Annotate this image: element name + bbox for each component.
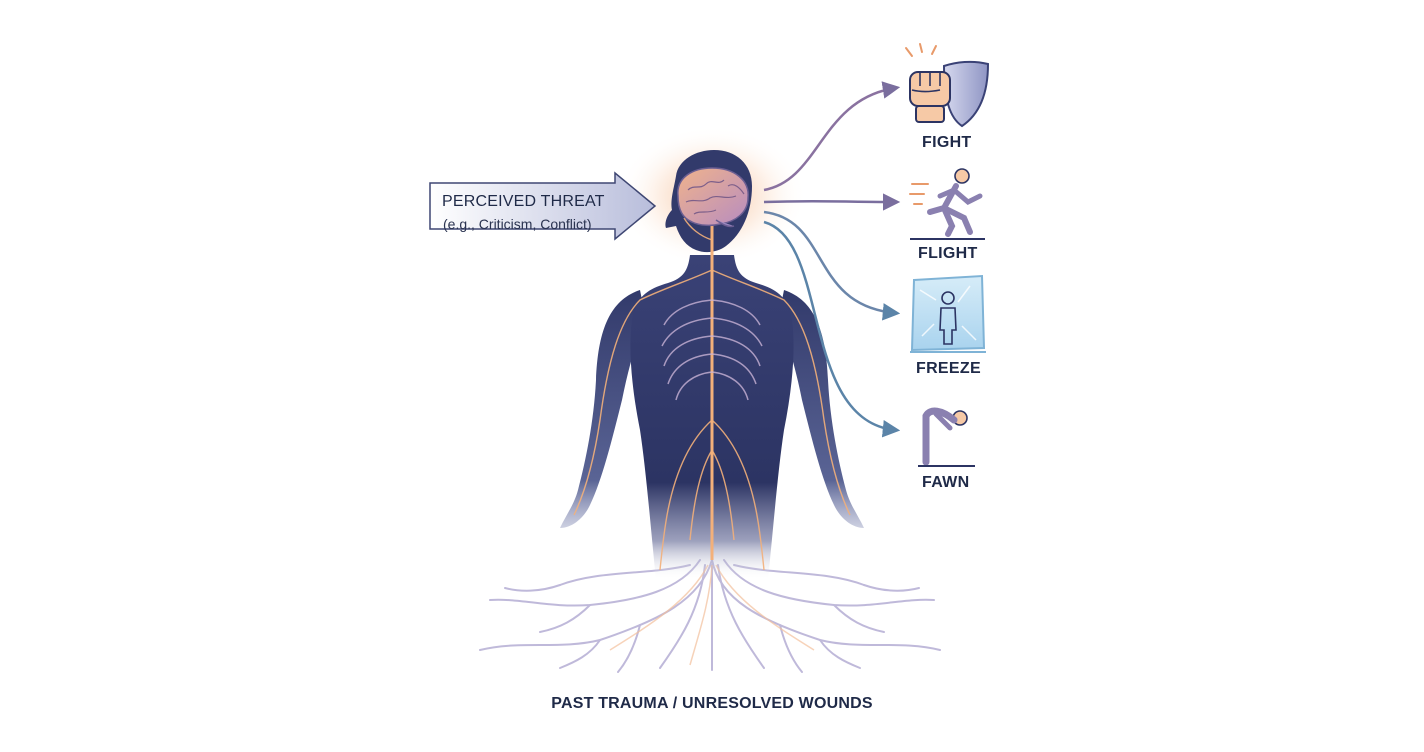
- threat-subtitle: (e.g., Criticism, Conflict): [443, 216, 592, 232]
- right-arm: [778, 290, 864, 528]
- human-figure: [560, 150, 864, 580]
- running-person-icon: [909, 168, 985, 240]
- nerve-branches: [573, 217, 851, 571]
- fight-label: FIGHT: [922, 134, 972, 151]
- arrow-to-fight: [763, 81, 901, 192]
- threat-title: PERCEIVED THREAT: [442, 193, 605, 210]
- arrow-to-flight: [763, 193, 901, 211]
- arrow-to-freeze: [763, 210, 901, 321]
- roots-network: [479, 559, 941, 673]
- arrow-to-fawn: [763, 220, 901, 438]
- fawn-label: FAWN: [922, 474, 970, 491]
- roots-label: PAST TRAUMA / UNRESOLVED WOUNDS: [551, 695, 873, 712]
- left-arm: [560, 290, 646, 528]
- freeze-label: FREEZE: [916, 360, 981, 377]
- fist-shield-icon: [905, 43, 990, 128]
- bowing-person-icon: [918, 407, 975, 467]
- brain: [677, 167, 749, 228]
- rib-cage: [661, 299, 763, 401]
- frozen-person-icon: [910, 274, 986, 353]
- response-arrows: [763, 81, 901, 438]
- flight-label: FLIGHT: [918, 245, 978, 262]
- threat-arrow: [429, 171, 657, 241]
